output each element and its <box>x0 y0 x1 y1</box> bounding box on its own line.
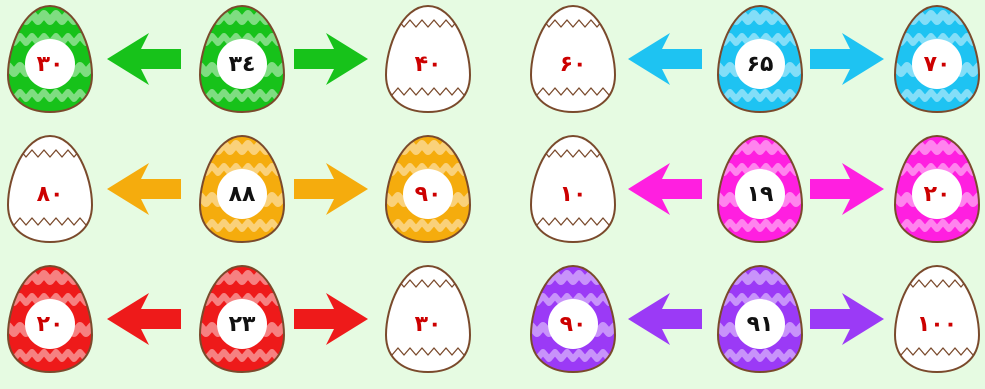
egg-left: ٨٠ <box>4 133 96 245</box>
egg-left: ٩٠ <box>527 263 619 375</box>
row-2: ٨٠ ٨٨ ٩٠ ١٠ ١٩ ٢٠ <box>0 133 985 253</box>
egg-number: ٩٠ <box>548 299 598 349</box>
egg-center: ١٩ <box>714 133 806 245</box>
egg-number: ٨٨ <box>217 169 267 219</box>
egg-number: ٢٠ <box>912 169 962 219</box>
egg-center: ۶۵ <box>714 3 806 115</box>
egg-number: ٣٤ <box>217 39 267 89</box>
arrow-right-icon <box>806 29 886 89</box>
egg-number: ٢٣ <box>217 299 267 349</box>
egg-number: ٩٠ <box>403 169 453 219</box>
egg-right: ۴٠ <box>382 3 474 115</box>
arrow-left-icon <box>626 289 706 349</box>
egg-number: ۶٠ <box>548 39 598 89</box>
egg-left: ١٠ <box>527 133 619 245</box>
egg-number: ۴٠ <box>403 39 453 89</box>
row-1: ٣٠ ٣٤ ۴٠ ۶٠ ۶۵ ٧٠ <box>0 3 985 123</box>
egg-number: ٣٠ <box>25 39 75 89</box>
arrow-right-icon <box>290 29 370 89</box>
arrow-left-icon <box>626 29 706 89</box>
arrow-right-icon <box>290 289 370 349</box>
arrow-right-icon <box>806 289 886 349</box>
arrow-left-icon <box>105 159 185 219</box>
egg-right: ٩٠ <box>382 133 474 245</box>
egg-number: ١٠ <box>548 169 598 219</box>
arrow-right-icon <box>290 159 370 219</box>
egg-number: ۶۵ <box>735 39 785 89</box>
egg-center: ٢٣ <box>196 263 288 375</box>
egg-right: ٢٠ <box>891 133 983 245</box>
egg-right: ١٠٠ <box>891 263 983 375</box>
egg-center: ٨٨ <box>196 133 288 245</box>
egg-number: ٨٠ <box>25 169 75 219</box>
egg-center: ٣٤ <box>196 3 288 115</box>
egg-left: ٣٠ <box>4 3 96 115</box>
egg-right: ٧٠ <box>891 3 983 115</box>
egg-number: ٣٠ <box>403 299 453 349</box>
egg-left: ۶٠ <box>527 3 619 115</box>
arrow-right-icon <box>806 159 886 219</box>
row-3: ٢٠ ٢٣ ٣٠ ٩٠ ٩١ ١٠٠ <box>0 263 985 383</box>
egg-number: ١٠٠ <box>912 299 962 349</box>
arrow-left-icon <box>626 159 706 219</box>
arrow-left-icon <box>105 289 185 349</box>
egg-number: ٩١ <box>735 299 785 349</box>
egg-number: ١٩ <box>735 169 785 219</box>
egg-right: ٣٠ <box>382 263 474 375</box>
egg-center: ٩١ <box>714 263 806 375</box>
egg-left: ٢٠ <box>4 263 96 375</box>
arrow-left-icon <box>105 29 185 89</box>
egg-number: ٢٠ <box>25 299 75 349</box>
egg-number: ٧٠ <box>912 39 962 89</box>
